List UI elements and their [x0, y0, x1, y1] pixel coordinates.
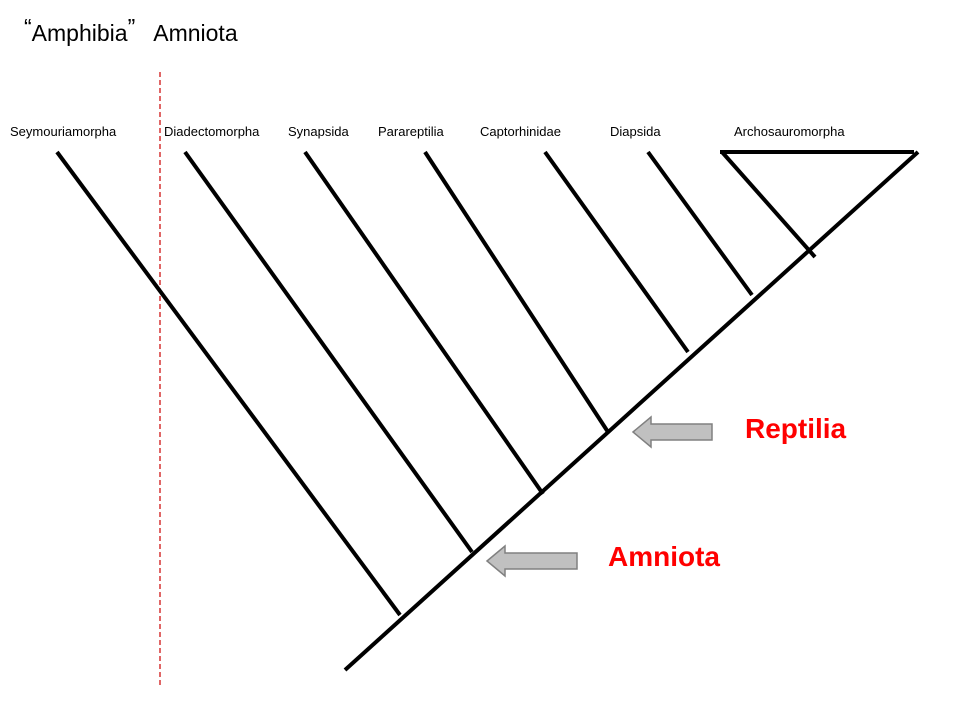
reptilia-arrow-icon [631, 415, 713, 449]
open-quote: “ [24, 14, 32, 40]
branch-archosauromorpha [720, 150, 817, 259]
main-stem-branch [343, 150, 920, 672]
reptilia-clade-label: Reptilia [745, 413, 847, 444]
diagram-header: “Amphibia” Amniota [24, 14, 238, 47]
branch-diadectomorpha [183, 150, 474, 554]
amniota-clade-label: Amniota [608, 541, 720, 572]
branch-synapsida [303, 150, 545, 496]
taxon-diapsida: Diapsida [610, 124, 661, 139]
taxon-captorhinidae: Captorhinidae [480, 124, 561, 139]
taxon-diadectomorpha: Diadectomorpha [164, 124, 260, 139]
branch-diapsida [646, 150, 754, 297]
amphibia-heading: Amphibia [31, 20, 128, 46]
close-quote: ” [127, 14, 136, 40]
branch-parareptilia [423, 150, 610, 434]
taxon-labels: Seymouriamorpha Diadectomorpha Synapsida… [0, 124, 960, 144]
taxon-parareptilia: Parareptilia [378, 124, 444, 139]
taxon-archosauromorpha: Archosauromorpha [734, 124, 845, 139]
taxon-synapsida: Synapsida [288, 124, 349, 139]
branch-seymouriamorpha [55, 150, 402, 617]
amniota-arrow-icon [485, 544, 578, 578]
branch-captorhinidae [543, 150, 690, 354]
taxon-seymouriamorpha: Seymouriamorpha [10, 124, 117, 139]
amniota-heading: Amniota [153, 20, 238, 46]
